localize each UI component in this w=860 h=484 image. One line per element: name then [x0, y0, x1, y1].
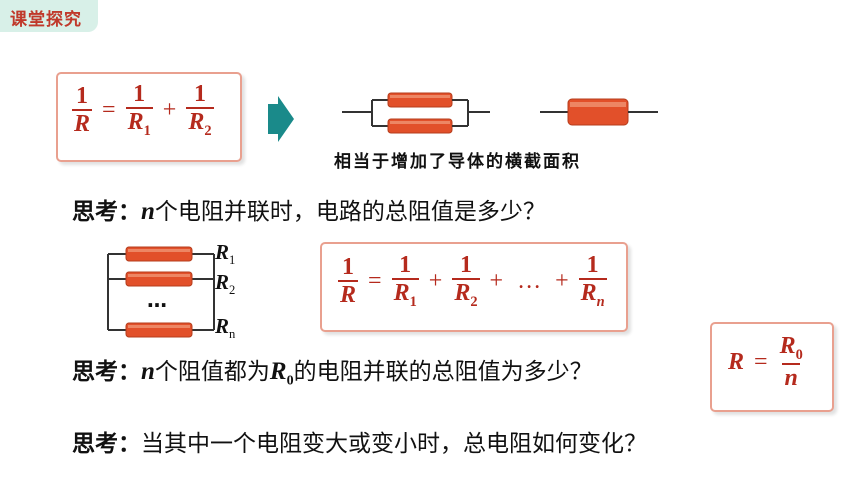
plus-sign: + — [428, 268, 443, 295]
question-3-label: 思考： — [72, 431, 141, 457]
right-arrow-icon — [268, 96, 294, 142]
frac-lhs-num: 1 — [76, 83, 88, 110]
frac-r1: 1 R1 — [125, 81, 153, 140]
label-r1: R1 — [215, 240, 236, 268]
illustration-caption: 相当于增加了导体的横截面积 — [334, 152, 581, 172]
equals-sign: = — [368, 268, 382, 295]
fracn-r2: 1 R2 — [452, 252, 480, 310]
label-rn: Rn — [215, 314, 236, 342]
question-2-r0: R — [269, 358, 287, 385]
question-3: 思考：当其中一个电阻变大或变小时，总电阻如何变化？ — [72, 424, 647, 458]
frac-r2: 1 R2 — [186, 81, 214, 140]
frac-r1-sub: 1 — [143, 122, 151, 139]
formula-r0-frac: R0 n — [779, 333, 803, 391]
plus-sign: + — [555, 268, 569, 295]
question-2-r0-sub: 0 — [286, 373, 294, 389]
formula-n-resistors-box: 1 R = 1 R1 + 1 R2 + … + 1 Rn — [320, 242, 628, 332]
frac-r1-num: 1 — [133, 81, 146, 107]
question-2-label: 思考： — [72, 359, 141, 385]
n-resistors-circuit — [107, 246, 215, 338]
equals-sign: = — [754, 349, 768, 376]
section-tag-label: 课堂探究 — [10, 10, 82, 30]
question-2-text-b: 的电阻并联的总阻值为多少？ — [293, 359, 593, 385]
label-r2: R2 — [215, 270, 236, 298]
frac-r2-num: 1 — [193, 81, 206, 107]
question-1-var: n — [141, 198, 155, 225]
formula-r0-box: R = R0 n — [710, 322, 834, 412]
formula-r0-lhs: R — [728, 349, 745, 376]
parallel-resistors-illustration — [342, 92, 658, 134]
question-1-text: 个电阻并联时，电路的总阻值是多少？ — [154, 199, 546, 225]
circuit-ellipsis: … — [147, 288, 167, 312]
frac-r2-den: R — [188, 109, 205, 136]
question-2-var: n — [141, 358, 155, 385]
formula-two-resistors-box: 1 R = 1 R1 + 1 R2 — [56, 72, 242, 162]
plus-sign: + — [489, 268, 504, 295]
formula-two-resistors: 1 R = 1 R1 + 1 R2 — [72, 81, 214, 140]
formula-n-resistors: 1 R = 1 R1 + 1 R2 + … + 1 Rn — [338, 252, 607, 311]
frac-r1-den: R — [127, 109, 144, 136]
plus-sign: + — [162, 97, 177, 124]
frac-lhs: 1 R — [72, 83, 93, 138]
ellipsis: … — [517, 268, 542, 295]
fracn-lhs: 1 R — [338, 254, 359, 309]
frac-lhs-den: R — [72, 109, 93, 138]
section-tag: 课堂探究 — [0, 0, 98, 32]
frac-r2-sub: 2 — [204, 122, 212, 139]
fracn-r1: 1 R1 — [391, 252, 419, 310]
equals-sign: = — [102, 97, 116, 124]
question-2: 思考：n个阻值都为R0的电阻并联的总阻值为多少？ — [72, 352, 593, 390]
question-3-text: 当其中一个电阻变大或变小时，总电阻如何变化？ — [141, 431, 647, 457]
question-1: 思考：n个电阻并联时，电路的总阻值是多少？ — [72, 192, 546, 226]
fracn-rn: 1 Rn — [578, 252, 607, 310]
question-1-label: 思考： — [72, 199, 141, 225]
formula-r0: R = R0 n — [728, 333, 805, 391]
question-2-text-a: 个阻值都为 — [154, 359, 270, 385]
